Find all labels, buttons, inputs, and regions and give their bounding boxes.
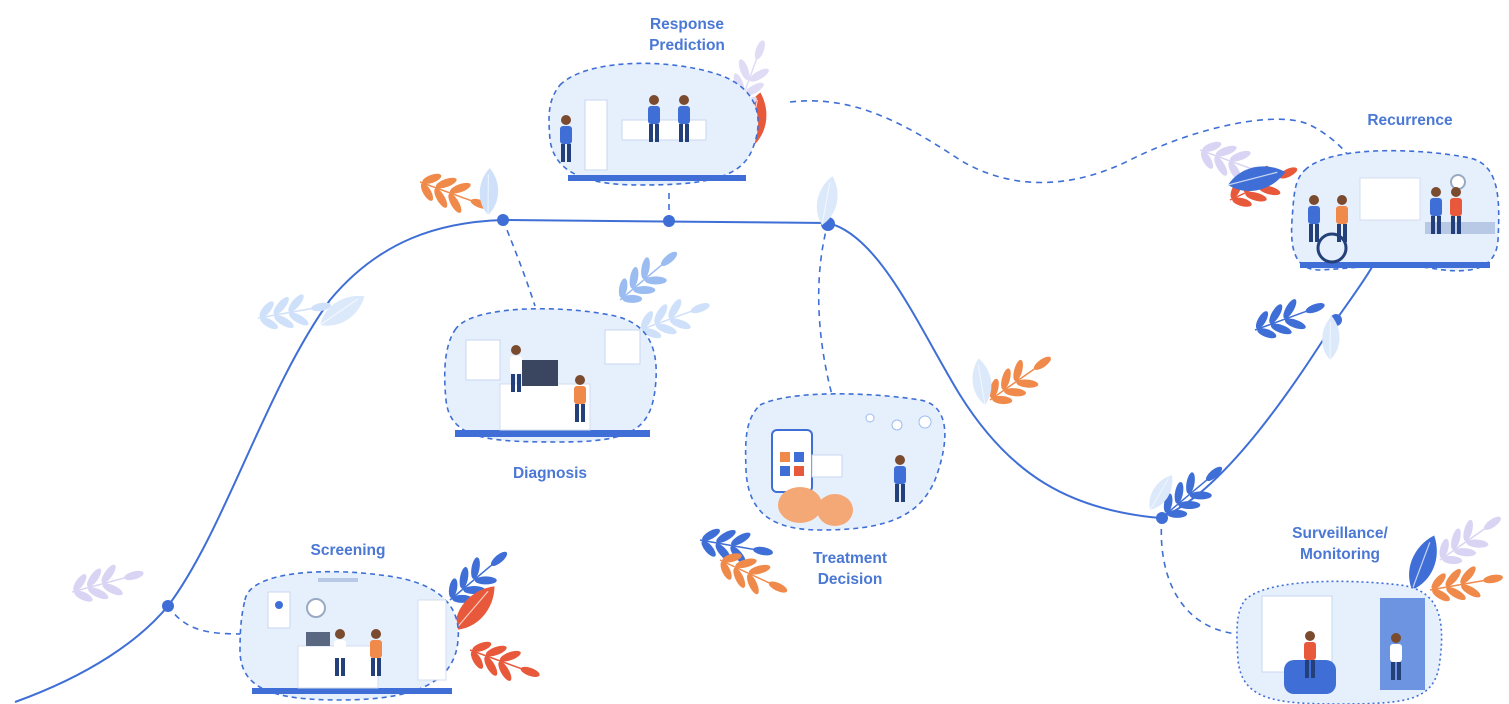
blob-response-prediction[interactable]: [548, 62, 759, 186]
blob-recurrence[interactable]: [1290, 149, 1500, 272]
leaf-sprig-icon: [978, 341, 1062, 416]
leaf-sprig-icon: [462, 632, 547, 694]
computer-monitor-icon: [522, 360, 558, 386]
leaf-sprig-icon: [695, 521, 777, 572]
node-response[interactable]: [663, 215, 675, 227]
label-response-prediction: Response Prediction: [649, 16, 725, 54]
leaf-sprig-icon: [1314, 314, 1348, 362]
node-screening[interactable]: [162, 600, 174, 612]
leaf-sprig-icon: [1247, 286, 1332, 348]
journey-path: [14, 218, 1376, 703]
leaf-sprig-icon: [1428, 501, 1509, 576]
blob-surveillance[interactable]: [1236, 580, 1443, 704]
wheelchair-icon: [1316, 232, 1348, 264]
phone-icon: [771, 429, 813, 493]
blob-treatment-decision[interactable]: [744, 393, 946, 531]
leaf-sprig-icon: [1425, 558, 1507, 609]
leaf-sprig-icon: [471, 166, 508, 217]
label-treatment-decision: Treatment Decision: [812, 550, 888, 588]
leaf-sprig-icon: [66, 554, 149, 611]
label-screening: Screening: [310, 542, 386, 559]
label-recurrence: Recurrence: [1367, 112, 1453, 129]
leaf-sprig-icon: [805, 174, 850, 228]
blob-screening[interactable]: [239, 570, 460, 701]
node-diagnosis[interactable]: [497, 214, 509, 226]
label-diagnosis: Diagnosis: [512, 465, 588, 482]
blob-diagnosis[interactable]: [443, 307, 657, 443]
label-surveillance: Surveillance/ Monitoring: [1292, 525, 1388, 563]
computer-monitor-icon: [306, 632, 330, 646]
